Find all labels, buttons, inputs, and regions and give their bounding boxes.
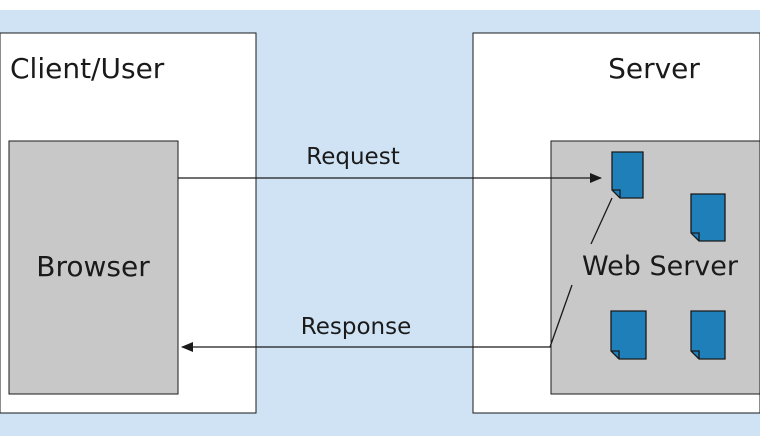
web-server-label: Web Server <box>582 251 739 282</box>
document-icon <box>690 310 726 360</box>
connector-bottom <box>549 284 573 348</box>
document-icon <box>610 310 647 360</box>
connector-top <box>590 197 613 245</box>
document-icon <box>690 193 726 242</box>
server-panel-title: Server <box>608 52 700 85</box>
response-label: Response <box>301 314 411 340</box>
browser-box[interactable] <box>8 140 179 395</box>
client-panel-title: Client/User <box>10 52 165 85</box>
browser-label: Browser <box>36 250 150 283</box>
request-label: Request <box>306 144 399 170</box>
document-icon <box>611 151 644 199</box>
